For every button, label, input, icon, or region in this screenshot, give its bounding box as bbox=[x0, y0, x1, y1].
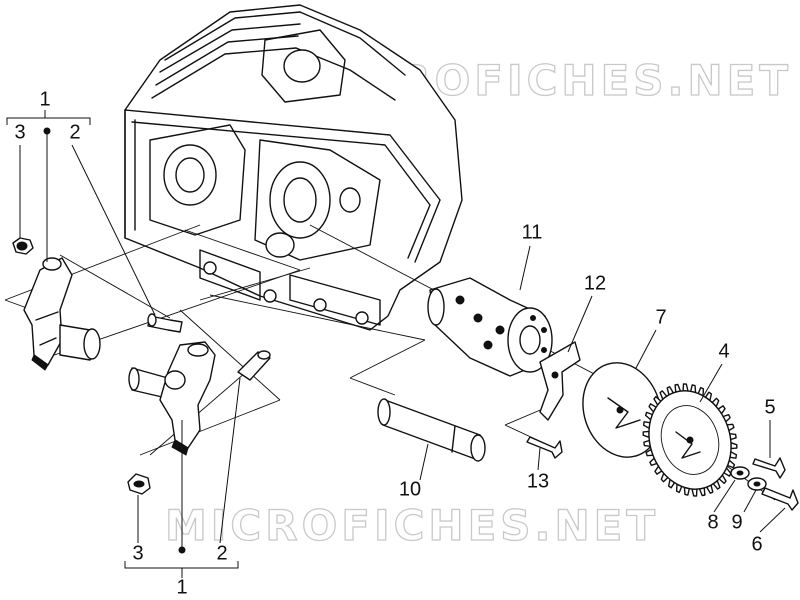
label-group-top-total: 1 bbox=[39, 88, 50, 110]
nut-lower bbox=[127, 473, 151, 495]
rocker-arm-lower bbox=[159, 341, 216, 456]
bolt-5 bbox=[752, 457, 786, 479]
cylinder-head bbox=[124, 4, 463, 331]
piston-pin bbox=[377, 398, 486, 462]
gear-tooth bbox=[691, 488, 698, 497]
label-part-11: 11 bbox=[522, 221, 543, 243]
label-part-13: 13 bbox=[527, 470, 549, 492]
rocker-shaft bbox=[59, 324, 176, 401]
label-group-top-right: 2 bbox=[69, 121, 80, 143]
retaining-plate bbox=[539, 341, 581, 421]
label-part-8: 8 bbox=[707, 511, 718, 533]
gear-tooth bbox=[682, 383, 689, 392]
label-part-9: 9 bbox=[731, 511, 742, 533]
label-part-7: 7 bbox=[655, 306, 666, 328]
label-part-12: 12 bbox=[584, 272, 606, 294]
cam-gear bbox=[642, 383, 738, 497]
leader-lines bbox=[419, 245, 786, 533]
camshaft bbox=[427, 277, 553, 377]
washer-8 bbox=[730, 466, 750, 480]
bolt-6 bbox=[761, 487, 799, 511]
nut-upper bbox=[12, 237, 34, 255]
label-group-bottom-total: 1 bbox=[176, 576, 187, 598]
label-group-top-left: 3 bbox=[14, 121, 25, 143]
label-group-bottom-right: 2 bbox=[216, 542, 227, 564]
label-part-4: 4 bbox=[718, 340, 729, 362]
label-part-10: 10 bbox=[399, 478, 421, 500]
adjust-screw-lower bbox=[237, 350, 271, 381]
watermark-bottom: MICROFICHES.NET bbox=[165, 501, 659, 550]
label-part-5: 5 bbox=[764, 396, 775, 418]
label-group-bottom-left: 3 bbox=[132, 542, 143, 564]
adjust-screw-upper bbox=[147, 313, 183, 333]
label-part-6: 6 bbox=[751, 533, 762, 555]
bolt-13 bbox=[526, 436, 563, 459]
washer-9 bbox=[747, 477, 767, 491]
callout-bracket-top bbox=[6, 110, 156, 316]
callout-bracket-bottom bbox=[124, 377, 241, 578]
